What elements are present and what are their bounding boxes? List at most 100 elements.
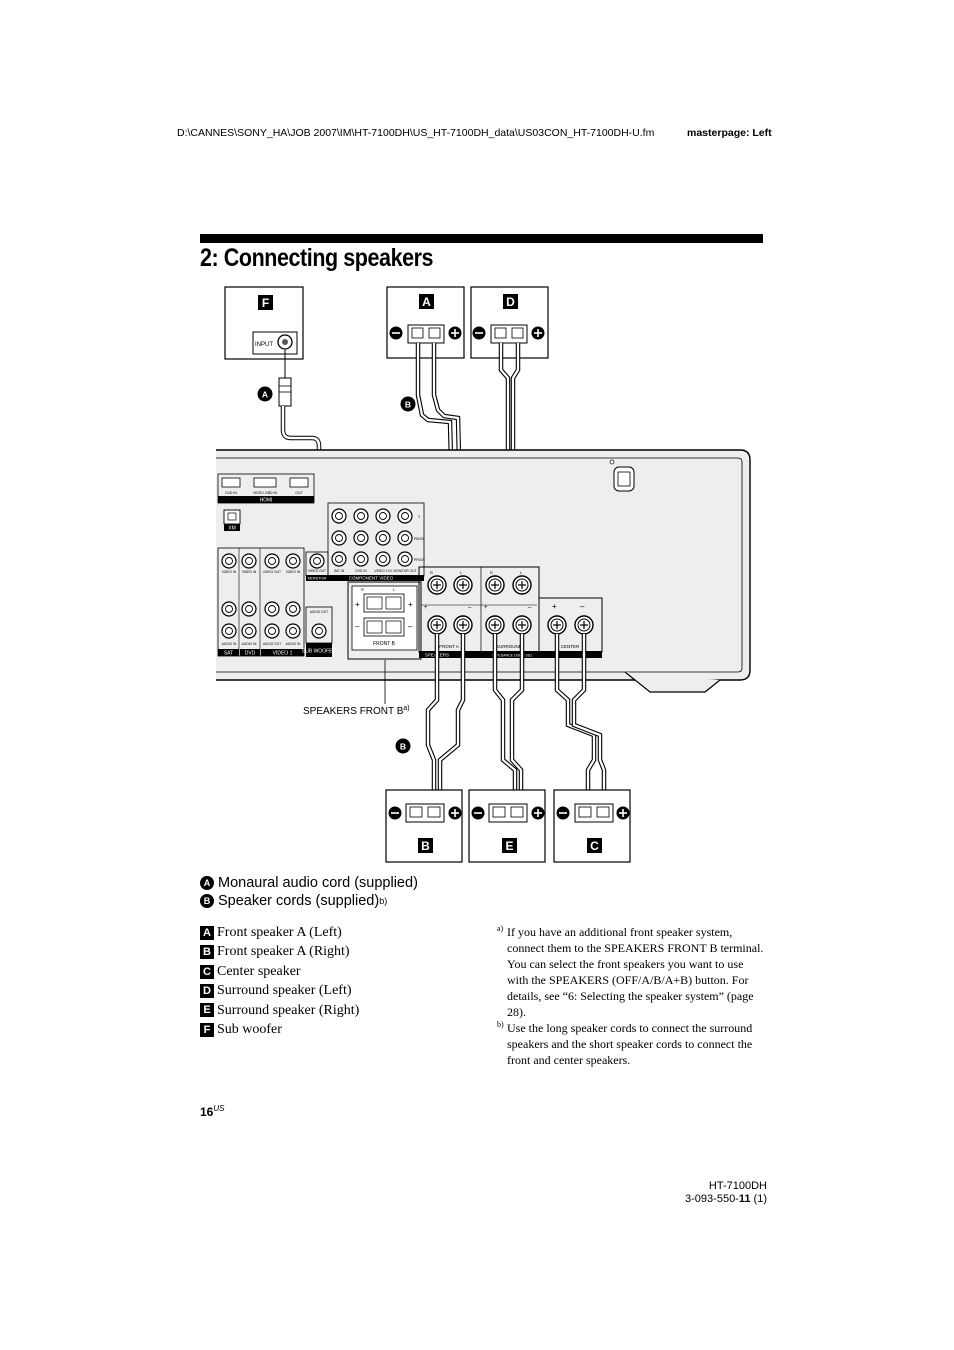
comp-input-1: SAT IN (334, 569, 345, 573)
component-video-block: Y PB/CB PR/CR SAT IN DVD IN VIDEO 1 IN M… (327, 502, 425, 581)
code-bold: 11 (738, 1193, 751, 1205)
speaker-box-front-left: A (386, 286, 465, 359)
fa-l: L (460, 570, 463, 575)
jack-label-3: VIDEO OUT (263, 570, 281, 574)
title-rule (200, 234, 763, 243)
group-sat: SAT (224, 651, 233, 657)
front-b-callout-note: a) (403, 705, 409, 712)
subwoofer-box: F INPUT (224, 286, 304, 360)
hdmi-port-1: DVD IN (225, 491, 237, 495)
c-plus: + (552, 602, 557, 611)
av-jack-block: VIDEO IN VIDEO IN VIDEO OUT VIDEO IN AUD… (217, 547, 305, 657)
speaker-box-surround-left: D (470, 286, 549, 359)
fa-minus: – (468, 605, 472, 611)
impedance-label: IMPEDANCE USE 8-16Ω (492, 654, 532, 658)
comp-input-4: MONITOR OUT (393, 569, 416, 573)
sur-minus: – (528, 605, 532, 611)
footnote-b: b)Use the long speaker cords to connect … (497, 1020, 767, 1068)
front-b-callout: SPEAKERS FRONT Ba) (303, 705, 410, 717)
legend-letter: E (200, 1003, 214, 1018)
row-pr: PR/CR (414, 558, 425, 562)
fa-plus: + (424, 605, 428, 611)
c-minus: – (580, 602, 585, 611)
hdmi-port-3: OUT (295, 491, 303, 495)
jack-label-6: AUDIO IN (242, 642, 257, 646)
cord-item: B Speaker cords (supplied)b) (200, 892, 418, 910)
footnote-text: Use the long speaker cords to connect th… (507, 1021, 753, 1067)
row-pb: PB/CB (414, 537, 425, 541)
box-letter-c: C (590, 839, 599, 853)
footnote-mark: b) (497, 1020, 504, 1029)
speaker-box-front-right: B (385, 789, 463, 863)
cord-text: Monaural audio cord (supplied) (218, 875, 418, 891)
legend-text: Front speaker A (Right) (217, 944, 350, 960)
xm-label: XM (228, 526, 236, 532)
fb-minus-r: – (408, 622, 413, 631)
page-number-value: 16 (200, 1105, 214, 1119)
masterpage-label: masterpage: Left (687, 127, 772, 139)
cord-mark-speaker-top: B (405, 400, 411, 410)
surround-label: SURROUND (496, 644, 523, 649)
file-path: D:\CANNES\SONY_HA\JOB 2007\IM\HT-7100DH\… (177, 127, 655, 139)
hdmi-label: HDMI (260, 498, 273, 504)
box-letter-fl: A (422, 295, 431, 309)
front-b-label: FRONT B (373, 641, 396, 647)
legend-text: Sub woofer (217, 1022, 282, 1038)
cord-mark: A (200, 876, 214, 890)
model-info: HT-7100DH 3-093-550-11 (1) (600, 1180, 767, 1206)
fa-r: R (430, 570, 433, 575)
footnote-mark: a) (497, 924, 504, 933)
jack-label-2: VIDEO IN (242, 570, 257, 574)
component-video-label: COMPONENT VIDEO (349, 576, 394, 581)
comp-input-3: VIDEO 1 IN (374, 569, 392, 573)
legend-text: Surround speaker (Left) (217, 983, 352, 999)
legend-text: Center speaker (217, 963, 301, 979)
sur-r: R (490, 570, 493, 575)
legend-letter: C (200, 964, 214, 979)
model-name: HT-7100DH (708, 1180, 767, 1192)
speaker-box-surround-right: E (468, 789, 546, 863)
code-prefix: 3-093-550- (685, 1193, 739, 1205)
monitor-label: MONITOR (308, 576, 327, 581)
footnote-text: If you have an additional front speaker … (507, 925, 764, 1019)
jack-label-4: VIDEO IN (286, 570, 301, 574)
model-code: 3-093-550-11 (1) (600, 1193, 767, 1206)
footnote-a: a)If you have an additional front speake… (497, 924, 767, 1020)
legend-letter: A (200, 925, 214, 940)
sur-plus: + (484, 605, 488, 611)
sur-l: L (520, 570, 523, 575)
row-y: Y (418, 515, 421, 519)
cord-mark-speaker-bottom: B (400, 742, 406, 752)
center-label: CENTER (561, 644, 580, 649)
legend-text: Surround speaker (Right) (217, 1002, 360, 1018)
box-letter-fr: B (421, 839, 430, 853)
jack-label-7: AUDIO OUT (263, 642, 281, 646)
page-number: 16US (200, 1104, 224, 1119)
jack-label-8: AUDIO IN (286, 642, 301, 646)
section-title: 2: Connecting speakers (200, 244, 434, 272)
speaker-box-center: C (553, 789, 631, 863)
cord-note: b) (379, 896, 388, 906)
box-letter-sub: F (262, 296, 269, 310)
group-video1: VIDEO 1 (273, 651, 293, 657)
footnotes: a)If you have an additional front speake… (497, 924, 767, 1068)
comp-input-2: DVD IN (355, 569, 367, 573)
cord-text: Speaker cords (supplied) (218, 893, 380, 909)
group-dvd: DVD (245, 651, 256, 657)
jack-label-1: VIDEO IN (222, 570, 237, 574)
legend-letter: B (200, 945, 214, 960)
cord-mark-mono: A (262, 390, 268, 400)
fb-l: L (393, 587, 396, 592)
receiver-rear-panel: DVD IN VIDEO 2/BD IN OUT HDMI XM VIDEO I… (216, 449, 751, 693)
box-letter-sr: E (505, 839, 513, 853)
legend-text: Front speaker A (Left) (217, 925, 342, 940)
sub-woofer-label: SUB WOOFER (302, 649, 337, 655)
fb-plus-r: + (408, 600, 413, 609)
fb-minus-l: – (355, 622, 360, 631)
front-a-label: FRONT A (439, 644, 458, 649)
